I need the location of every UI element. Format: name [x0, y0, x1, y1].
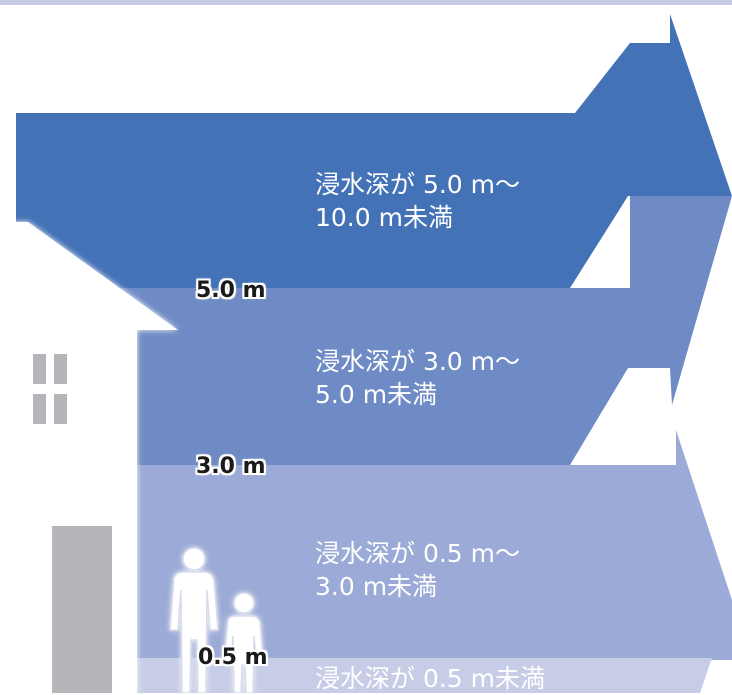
child-body [223, 615, 264, 693]
band-label-3-5: 浸水深が 3.0 m～ 5.0 m未満 [315, 345, 520, 411]
adult-body [169, 571, 219, 693]
band-label-line1: 浸水深が 3.0 m～ [315, 347, 521, 376]
band-label-line2: 3.0 m未満 [315, 572, 438, 601]
band-label-line1: 浸水深が 0.5 m未満 [315, 664, 546, 693]
house-door [52, 526, 112, 693]
band-label-line2: 10.0 m未満 [315, 203, 453, 232]
house-silhouette [0, 222, 178, 693]
band-label-lt05: 浸水深が 0.5 m未満 [315, 662, 545, 695]
band-5.0-10.0m [16, 14, 732, 288]
band-label-5-10: 浸水深が 5.0 m～ 10.0 m未満 [315, 168, 520, 234]
house-window-pane [33, 394, 46, 424]
child-head [233, 592, 255, 614]
adult-head [182, 547, 206, 571]
house-window-pane [54, 354, 67, 384]
band-label-line1: 浸水深が 5.0 m～ [315, 170, 521, 199]
house-window-pane [33, 354, 46, 384]
depth-marker-3.0m: 3.0 m [196, 454, 266, 479]
depth-marker-0.5m: 0.5 m [198, 645, 268, 670]
house-window-pane [54, 394, 67, 424]
top-border [0, 0, 732, 5]
band-under-0.5m [0, 658, 712, 693]
depth-marker-5.0m: 5.0 m [196, 278, 266, 303]
band-label-05-3: 浸水深が 0.5 m～ 3.0 m未満 [315, 537, 520, 603]
people-icon [169, 547, 264, 693]
band-3.0-5.0m [0, 196, 732, 465]
house [0, 222, 178, 693]
band-label-line2: 5.0 m未満 [315, 380, 438, 409]
band-label-line1: 浸水深が 0.5 m～ [315, 539, 521, 568]
